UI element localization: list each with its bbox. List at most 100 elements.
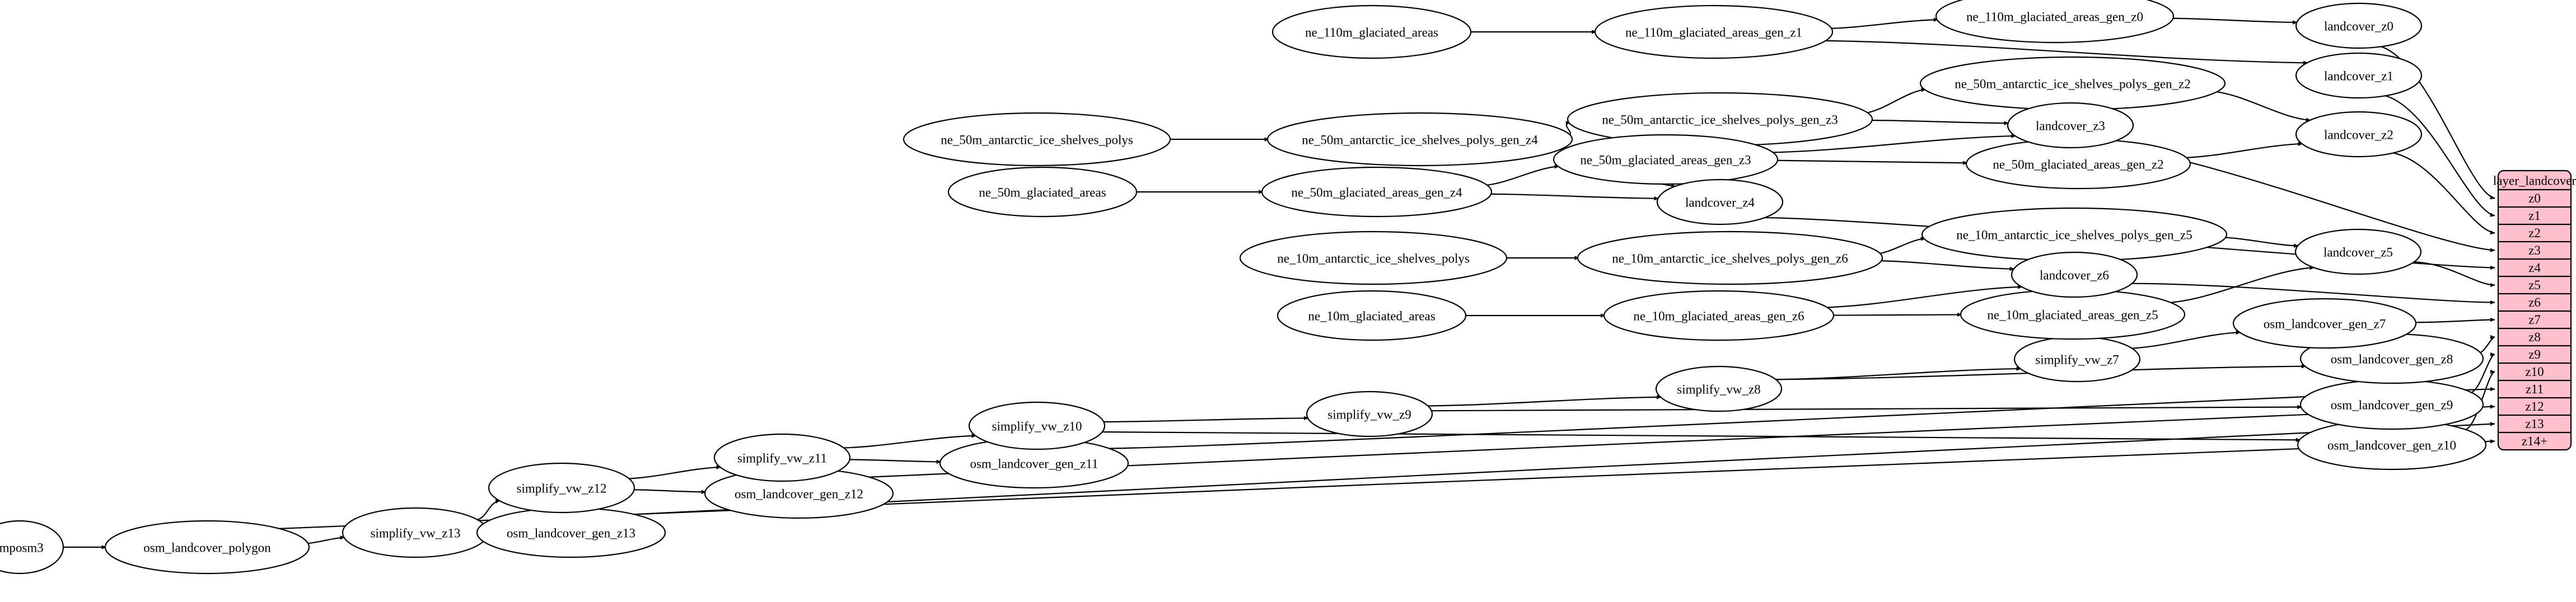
- node-shape: [1261, 166, 1493, 218]
- node-landcover_z0[interactable]: landcover_z0: [2295, 2, 2423, 49]
- node-label: osm_landcover_gen_z7: [2264, 317, 2386, 331]
- node-label: landcover_z2: [2324, 128, 2393, 142]
- node-osm_landcover_gen_z9[interactable]: osm_landcover_gen_z9: [2299, 379, 2484, 430]
- node-shape: [2011, 251, 2138, 298]
- node-ne_10m_glaciated_areas_gen_z6[interactable]: ne_10m_glaciated_areas_gen_z6: [1603, 290, 1835, 341]
- node-label: ne_10m_glaciated_areas_gen_z6: [1633, 309, 1804, 323]
- node-ne_50m_glaciated_areas[interactable]: ne_50m_glaciated_areas: [947, 166, 1138, 218]
- table-row-z1[interactable]: z1: [2528, 209, 2541, 223]
- node-ne_50m_antarctic_ice_shelves_polys_gen_z2[interactable]: ne_50m_antarctic_ice_shelves_polys_gen_z…: [1919, 56, 2226, 111]
- table-row-z8[interactable]: z8: [2528, 330, 2541, 344]
- node-shape: [2295, 2, 2423, 49]
- node-ne_50m_antarctic_ice_shelves_polys_gen_z4[interactable]: ne_50m_antarctic_ice_shelves_polys_gen_z…: [1266, 112, 1573, 167]
- node-ne_10m_glaciated_areas_gen_z5[interactable]: ne_10m_glaciated_areas_gen_z5: [1960, 289, 2186, 340]
- table-row-z0[interactable]: z0: [2528, 191, 2541, 205]
- node-label: simplify_vw_z11: [737, 452, 827, 465]
- edge-ne_50m_glaciated_areas_gen_z3--to--landcover_z3: [1769, 134, 2017, 153]
- edge-ne_50m_glaciated_areas_gen_z3--to--ne_50m_glaciated_areas_gen_z2: [1774, 159, 1968, 165]
- node-label: simplify_vw_z13: [371, 526, 461, 540]
- node-label: ne_50m_antarctic_ice_shelves_polys_gen_z…: [1302, 133, 1538, 147]
- node-ne_110m_glaciated_areas_gen_z0[interactable]: ne_110m_glaciated_areas_gen_z0: [1935, 0, 2175, 44]
- edge-landcover_z2--to--layer_landcover-z2: [2391, 152, 2495, 235]
- node-ne_110m_glaciated_areas_gen_z1[interactable]: ne_110m_glaciated_areas_gen_z1: [1594, 4, 1834, 59]
- edge-landcover_z5--to--layer_landcover-z5: [2411, 261, 2495, 288]
- edge-ne_50m_antarctic_ice_shelves_polys_gen_z3--to--landcover_z3: [1867, 119, 2009, 125]
- table-row-z9[interactable]: z9: [2528, 347, 2541, 361]
- node-label: simplify_vw_z7: [2035, 353, 2119, 367]
- node-shape: [2294, 228, 2422, 275]
- node-label: landcover_z5: [2323, 246, 2393, 260]
- table-row-z5[interactable]: z5: [2528, 278, 2541, 292]
- node-ne_50m_glaciated_areas_gen_z4[interactable]: ne_50m_glaciated_areas_gen_z4: [1261, 166, 1493, 218]
- edge-ne_110m_glaciated_areas_gen_z0--to--landcover_z0: [2169, 17, 2298, 25]
- table-row-z6[interactable]: z6: [2528, 295, 2541, 309]
- node-simplify_vw_z10[interactable]: simplify_vw_z10: [968, 401, 1106, 450]
- edge-ne_50m_antarctic_ice_shelves_polys_gen_z3--to--ne_50m_antarctic_ice_shelves_polys_gen_z2: [1863, 87, 1927, 114]
- node-osm_landcover_gen_z13[interactable]: osm_landcover_gen_z13: [476, 507, 666, 558]
- node-landcover_z1[interactable]: landcover_z1: [2295, 52, 2423, 99]
- node-simplify_vw_z9[interactable]: simplify_vw_z9: [1306, 391, 1433, 438]
- edge-simplify_vw_z10--to--osm_landcover_gen_z10: [1100, 431, 2301, 443]
- edge-landcover_z6--to--layer_landcover-z6: [2130, 283, 2495, 305]
- edge-osm_landcover_gen_z8--to--layer_landcover-z8: [2477, 335, 2495, 354]
- node-label: simplify_vw_z10: [992, 420, 1082, 434]
- table-row-z13[interactable]: z13: [2525, 417, 2544, 431]
- table-row-z12[interactable]: z12: [2525, 399, 2544, 413]
- edge-simplify_vw_z9--to--simplify_vw_z8: [1425, 395, 1662, 407]
- node-osm_landcover_polygon[interactable]: osm_landcover_polygon: [104, 520, 310, 575]
- layer-landcover-table[interactable]: layer_landcoverz0z1z2z3z4z5z6z7z8z9z10z1…: [2493, 170, 2576, 451]
- node-ne_50m_antarctic_ice_shelves_polys_gen_z3[interactable]: ne_50m_antarctic_ice_shelves_polys_gen_z…: [1567, 92, 1873, 147]
- node-shape: [1266, 112, 1573, 167]
- node-label: ne_50m_antarctic_ice_shelves_polys_gen_z…: [1602, 113, 1838, 127]
- node-shape: [488, 462, 635, 514]
- node-label: osm_landcover_polygon: [143, 541, 271, 555]
- table-row-z10[interactable]: z10: [2525, 365, 2544, 379]
- node-label: osm_landcover_gen_z12: [735, 487, 863, 501]
- node-osm_landcover_gen_z12[interactable]: osm_landcover_gen_z12: [704, 468, 894, 519]
- node-ne_10m_antarctic_ice_shelves_polys[interactable]: ne_10m_antarctic_ice_shelves_polys: [1239, 231, 1508, 285]
- node-landcover_z4[interactable]: landcover_z4: [1656, 178, 1784, 225]
- node-simplify_vw_z7[interactable]: simplify_vw_z7: [2013, 336, 2141, 383]
- table-row-z7[interactable]: z7: [2528, 313, 2541, 327]
- table-layer: layer_landcoverz0z1z2z3z4z5z6z7z8z9z10z1…: [2493, 170, 2576, 451]
- node-landcover_z5[interactable]: landcover_z5: [2294, 228, 2422, 275]
- node-shape: [1655, 365, 1783, 412]
- node-label: ne_110m_glaciated_areas_gen_z0: [1966, 10, 2143, 24]
- node-osm_landcover_gen_z11[interactable]: osm_landcover_gen_z11: [939, 438, 1129, 489]
- node-osm_landcover_gen_z7[interactable]: osm_landcover_gen_z7: [2232, 298, 2417, 349]
- node-label: landcover_z1: [2324, 69, 2393, 83]
- node-shape: [104, 520, 310, 575]
- node-ne_110m_glaciated_areas[interactable]: ne_110m_glaciated_areas: [1271, 4, 1472, 59]
- node-ne_50m_glaciated_areas_gen_z2[interactable]: ne_50m_glaciated_areas_gen_z2: [1965, 138, 2191, 190]
- table-row-z4[interactable]: z4: [2528, 261, 2541, 275]
- node-ne_50m_glaciated_areas_gen_z3[interactable]: ne_50m_glaciated_areas_gen_z3: [1553, 134, 1779, 185]
- node-shape: [1577, 231, 1883, 285]
- node-ne_10m_antarctic_ice_shelves_polys_gen_z6[interactable]: ne_10m_antarctic_ice_shelves_polys_gen_z…: [1577, 231, 1883, 285]
- table-row-z2[interactable]: z2: [2528, 226, 2541, 240]
- edge-simplify_vw_z10--to--simplify_vw_z9: [1101, 416, 1309, 423]
- node-ne_50m_antarctic_ice_shelves_polys[interactable]: ne_50m_antarctic_ice_shelves_polys: [903, 112, 1171, 167]
- node-ne_10m_antarctic_ice_shelves_polys_gen_z5[interactable]: ne_10m_antarctic_ice_shelves_polys_gen_z…: [1921, 207, 2228, 262]
- node-landcover_z3[interactable]: landcover_z3: [2007, 102, 2134, 149]
- node-label: osm_landcover_gen_z13: [507, 526, 635, 540]
- node-imposm3[interactable]: imposm3: [0, 520, 64, 575]
- node-shape: [1239, 231, 1508, 285]
- node-simplify_vw_z12[interactable]: simplify_vw_z12: [488, 462, 635, 514]
- edge-ne_50m_glaciated_areas_gen_z4--to--landcover_z4: [1488, 193, 1659, 201]
- node-landcover_z2[interactable]: landcover_z2: [2295, 111, 2423, 158]
- table-row-z14plus[interactable]: z14+: [2522, 434, 2547, 448]
- edge-ne_110m_glaciated_areas_gen_z1--to--ne_110m_glaciated_areas_gen_z0: [1827, 17, 1939, 30]
- node-ne_10m_glaciated_areas[interactable]: ne_10m_glaciated_areas: [1277, 290, 1467, 341]
- node-simplify_vw_z8[interactable]: simplify_vw_z8: [1655, 365, 1783, 412]
- node-simplify_vw_z13[interactable]: simplify_vw_z13: [342, 507, 489, 558]
- edge-simplify_vw_z11--to--simplify_vw_z10: [841, 434, 977, 449]
- edge-simplify_vw_z12--to--osm_landcover_gen_z12: [632, 489, 707, 495]
- node-landcover_z6[interactable]: landcover_z6: [2011, 251, 2138, 298]
- edge-landcover_z1--to--layer_landcover-z1: [2383, 95, 2495, 217]
- table-row-z11[interactable]: z11: [2526, 382, 2544, 396]
- edge-osm_landcover_polygon--to--simplify_vw_z13: [305, 535, 345, 544]
- node-label: simplify_vw_z8: [1677, 383, 1761, 397]
- node-simplify_vw_z11[interactable]: simplify_vw_z11: [713, 433, 851, 482]
- table-row-z3[interactable]: z3: [2528, 243, 2541, 257]
- edge-osm_landcover_gen_z7--to--layer_landcover-z7: [2413, 317, 2495, 323]
